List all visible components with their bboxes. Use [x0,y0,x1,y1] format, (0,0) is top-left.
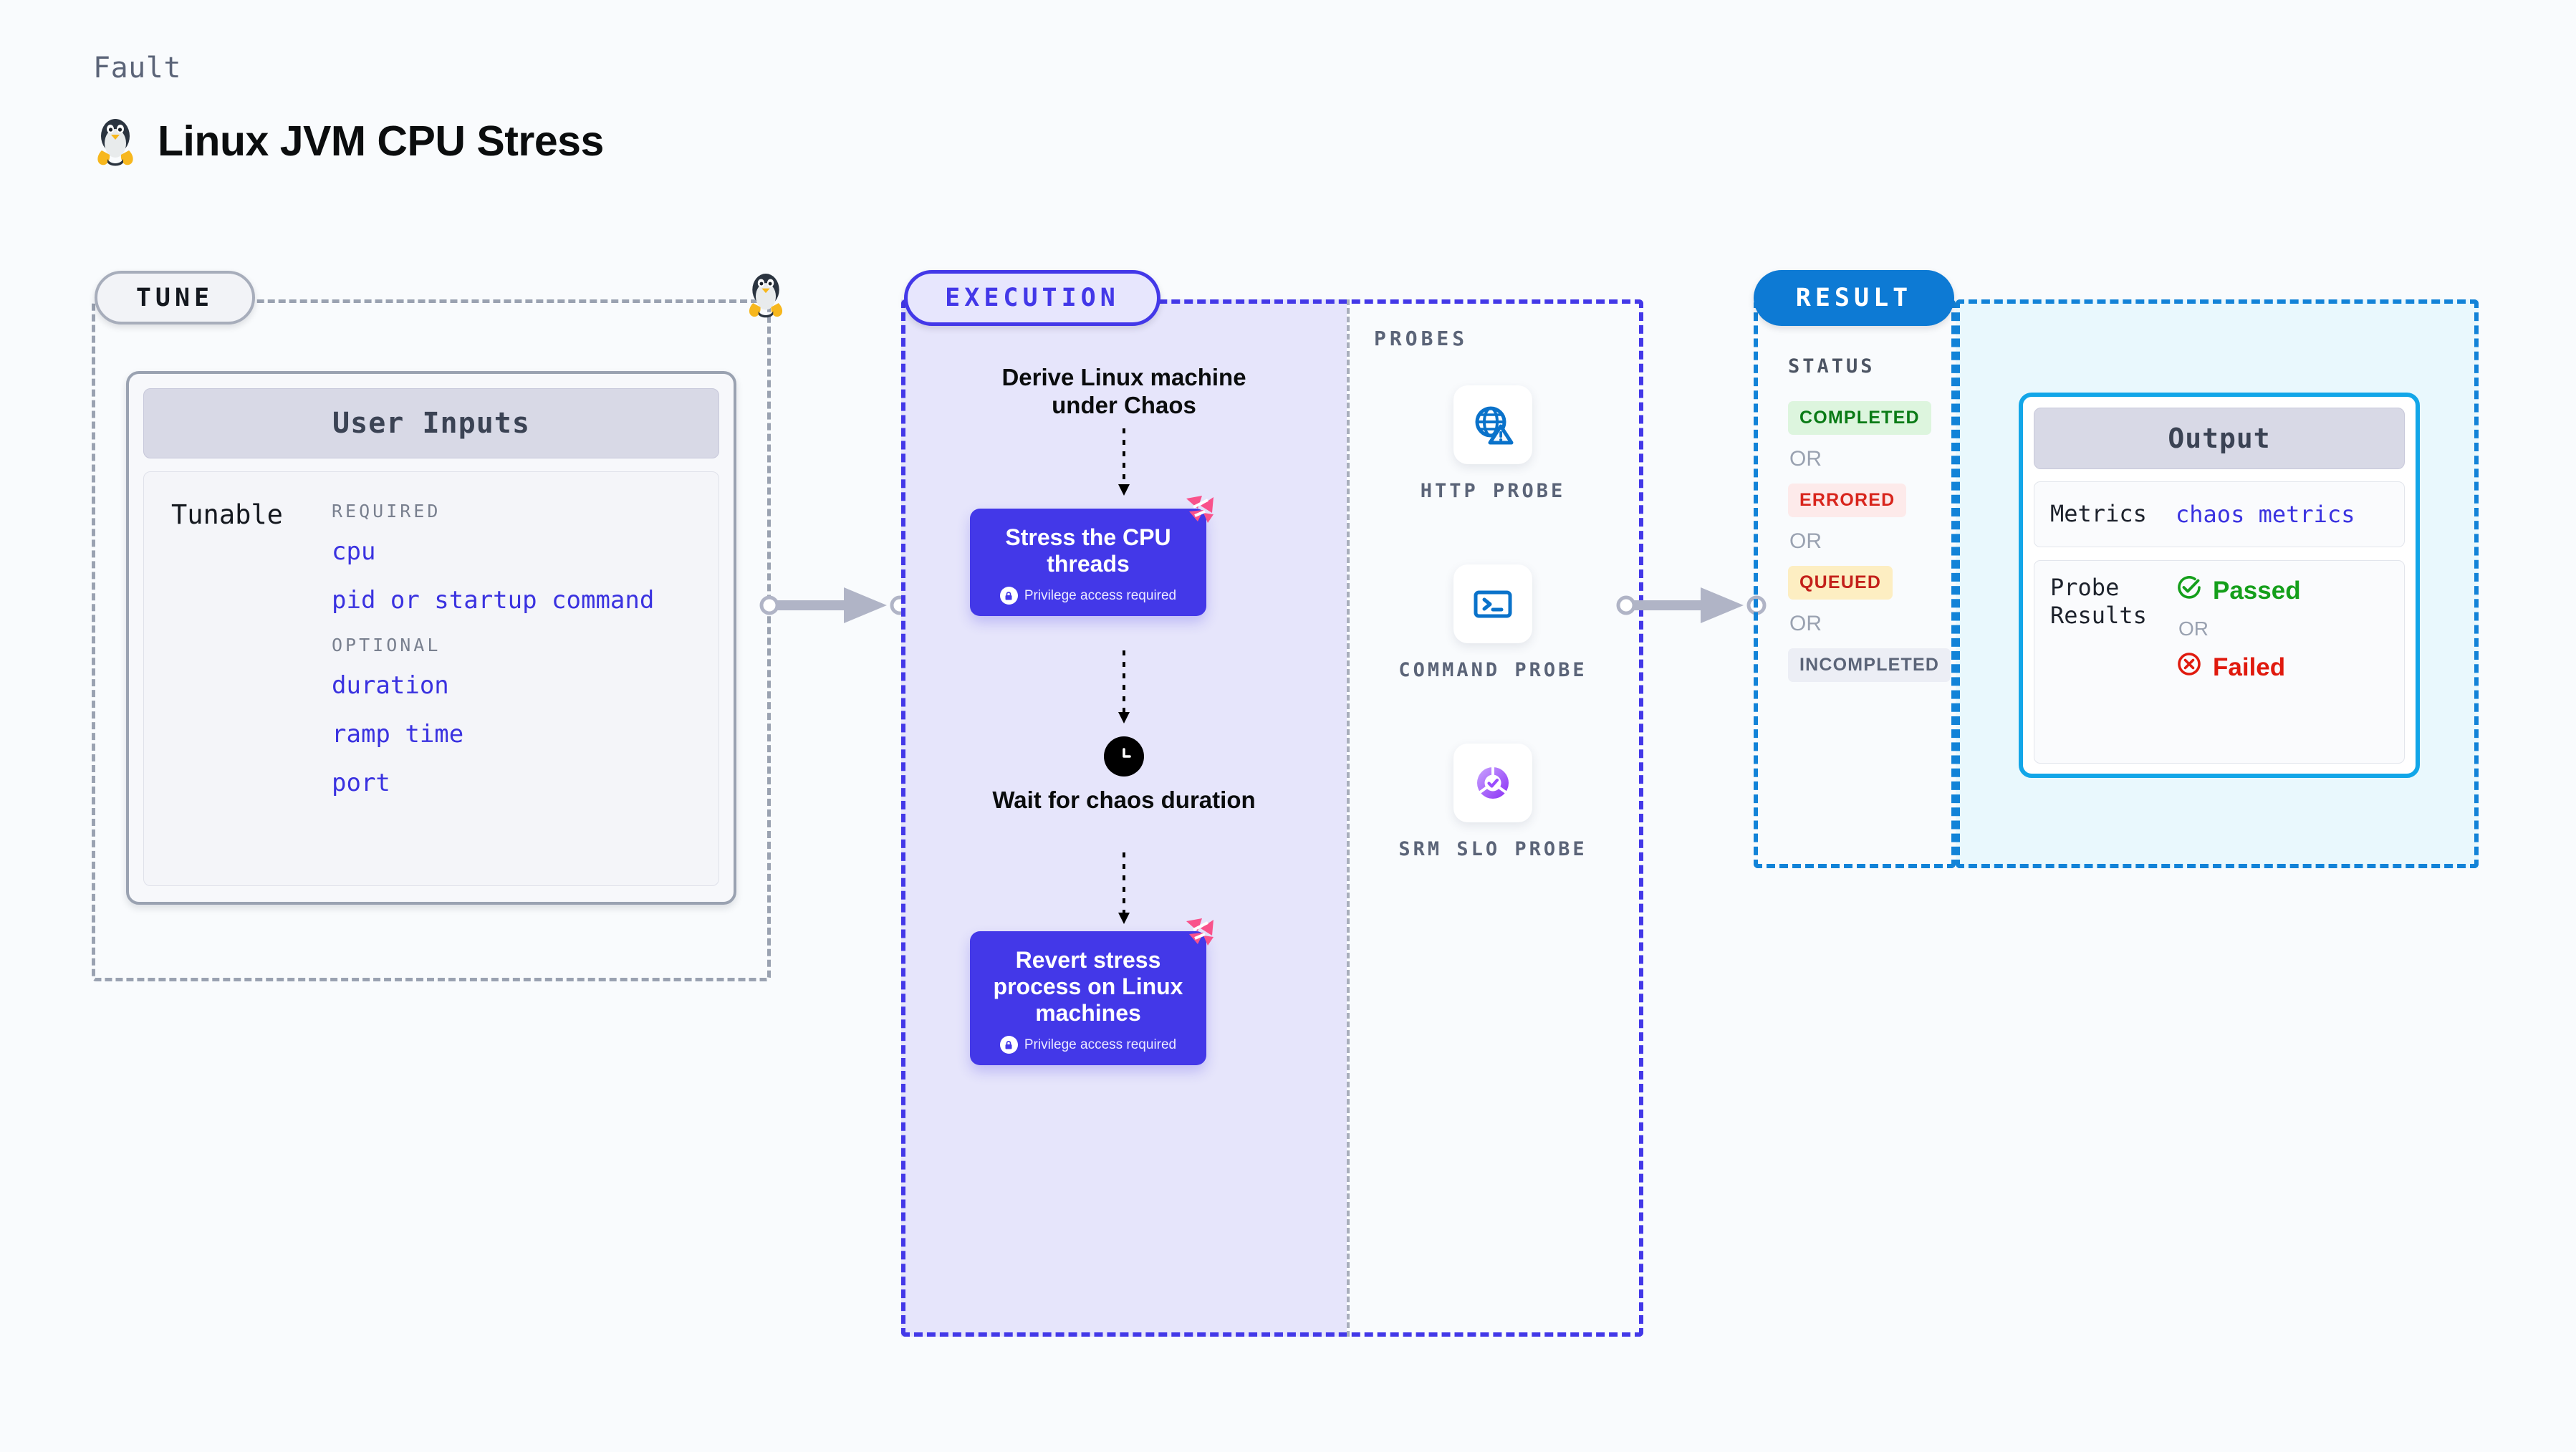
connector-execution-to-result [1616,580,1774,634]
status-or-3: OR [1789,612,1822,635]
output-metrics-key: Metrics [2050,500,2147,528]
tunable-port[interactable]: port [332,769,390,797]
output-row-metrics: Metrics chaos metrics [2034,481,2405,547]
result-output-dashed-border [1956,299,2479,868]
flow-node-revert-stress-note: Privilege access required [1024,1037,1177,1052]
tune-region: User Inputs Tunable REQUIRED cpu pid or … [92,299,771,981]
x-circle-icon [2176,650,2203,684]
harness-logo-icon [1183,915,1216,952]
stage-pill-execution[interactable]: EXECUTION [904,270,1160,326]
output-metrics-value[interactable]: chaos metrics [2176,501,2355,528]
connector-tune-to-execution [759,580,917,634]
flow-node-stress-cpu-title: Stress the CPU threads [1005,524,1171,577]
globe-warning-icon [1453,385,1532,464]
tunable-list: REQUIRED cpu pid or startup command OPTI… [332,494,733,817]
flow-step-wait-duration: Wait for chaos duration [992,787,1256,813]
page-title-row: Linux JVM CPU Stress [93,115,604,168]
status-badge-errored: ERRORED [1788,484,1907,517]
linux-platform-icon [745,269,787,323]
page-title: Linux JVM CPU Stress [158,117,604,165]
flow-node-stress-cpu-note-row: Privilege access required [981,587,1195,605]
probe-item-command[interactable]: COMMAND PROBE [1374,564,1612,683]
terminal-prompt-icon [1453,564,1532,643]
stage-pill-tune[interactable]: TUNE [95,271,255,324]
tunable-group-required-label: REQUIRED [332,501,441,521]
status-badge-queued: QUEUED [1788,566,1893,600]
probe-result-passed: Passed [2176,574,2301,607]
output-card: Output Metrics chaos metrics Probe Resul… [2019,393,2420,778]
probes-divider [1347,299,1350,1337]
result-status-region: STATUS COMPLETED OR ERRORED OR QUEUED OR… [1754,299,1956,868]
flow-node-revert-stress-title: Revert stress process on Linux machines [993,947,1183,1027]
tune-dashed-border [92,299,771,981]
execution-region: PROBES Derive Linux machine under Chaos [901,299,1643,1337]
probe-result-failed-label: Failed [2213,653,2286,681]
status-badge-completed: COMPLETED [1788,401,1931,435]
fault-kicker: Fault [93,52,181,85]
tunable-pid-or-startup-command[interactable]: pid or startup command [332,586,655,615]
flow-arrow-1 [901,428,1347,504]
probe-item-http[interactable]: HTTP PROBE [1374,385,1612,504]
user-inputs-body: Tunable REQUIRED cpu pid or startup comm… [143,471,719,886]
tunable-group-optional-label: OPTIONAL [332,635,441,655]
probe-result-failed: Failed [2176,650,2301,684]
flow-node-stress-cpu[interactable]: Stress the CPU threads Privilege access … [970,496,1213,617]
probe-result-or: OR [2178,617,2209,640]
output-row-probe-results: Probe Results Passed OR [2034,560,2405,764]
flow-arrow-3 [901,852,1347,935]
clock-icon [1104,736,1144,777]
flow-step-derive-machine: Derive Linux machine under Chaos [1001,364,1246,418]
stage-pill-result[interactable]: RESULT [1754,270,1954,326]
probe-result-passed-label: Passed [2213,576,2301,605]
status-or-2: OR [1789,529,1822,553]
probe-item-http-label: HTTP PROBE [1420,480,1566,502]
slo-donut-check-icon [1453,744,1532,822]
result-output-region: Output Metrics chaos metrics Probe Resul… [1956,299,2479,868]
status-or-1: OR [1789,447,1822,471]
flow-node-stress-cpu-note: Privilege access required [1024,587,1177,603]
execution-fill [901,299,1347,1337]
check-circle-icon [2176,574,2203,607]
status-section-label: STATUS [1788,355,1875,378]
tunable-cpu[interactable]: cpu [332,537,376,566]
tunable-duration[interactable]: duration [332,671,449,700]
probes-section-label: PROBES [1374,327,1469,350]
tunable-ramp-time[interactable]: ramp time [332,720,464,749]
user-inputs-card: User Inputs Tunable REQUIRED cpu pid or … [126,371,736,905]
output-probe-results-values: Passed OR Failed [2176,574,2301,684]
execution-flow: Derive Linux machine under Chaos [901,299,1347,1337]
status-list: COMPLETED OR ERRORED OR QUEUED OR INCOMP… [1788,401,1951,682]
flow-node-revert-stress-note-row: Privilege access required [981,1036,1195,1054]
output-probe-results-key: Probe Results [2050,574,2147,630]
harness-logo-icon [1183,493,1216,529]
probe-item-srm-slo[interactable]: SRM SLO PROBE [1374,744,1612,862]
output-card-title: Output [2034,408,2405,469]
lock-icon [999,587,1018,605]
user-inputs-title: User Inputs [143,388,719,458]
flow-arrow-2 [901,650,1347,733]
flow-node-revert-stress[interactable]: Revert stress process on Linux machines … [970,918,1213,1066]
probe-item-srm-slo-label: SRM SLO PROBE [1398,838,1587,860]
probe-item-command-label: COMMAND PROBE [1398,659,1587,681]
lock-icon [999,1036,1018,1054]
tunable-row-label: Tunable [171,499,283,530]
linux-penguin-icon [93,115,138,168]
status-badge-incompleted: INCOMPLETED [1788,648,1951,682]
execution-dashed-border [901,299,1643,1337]
